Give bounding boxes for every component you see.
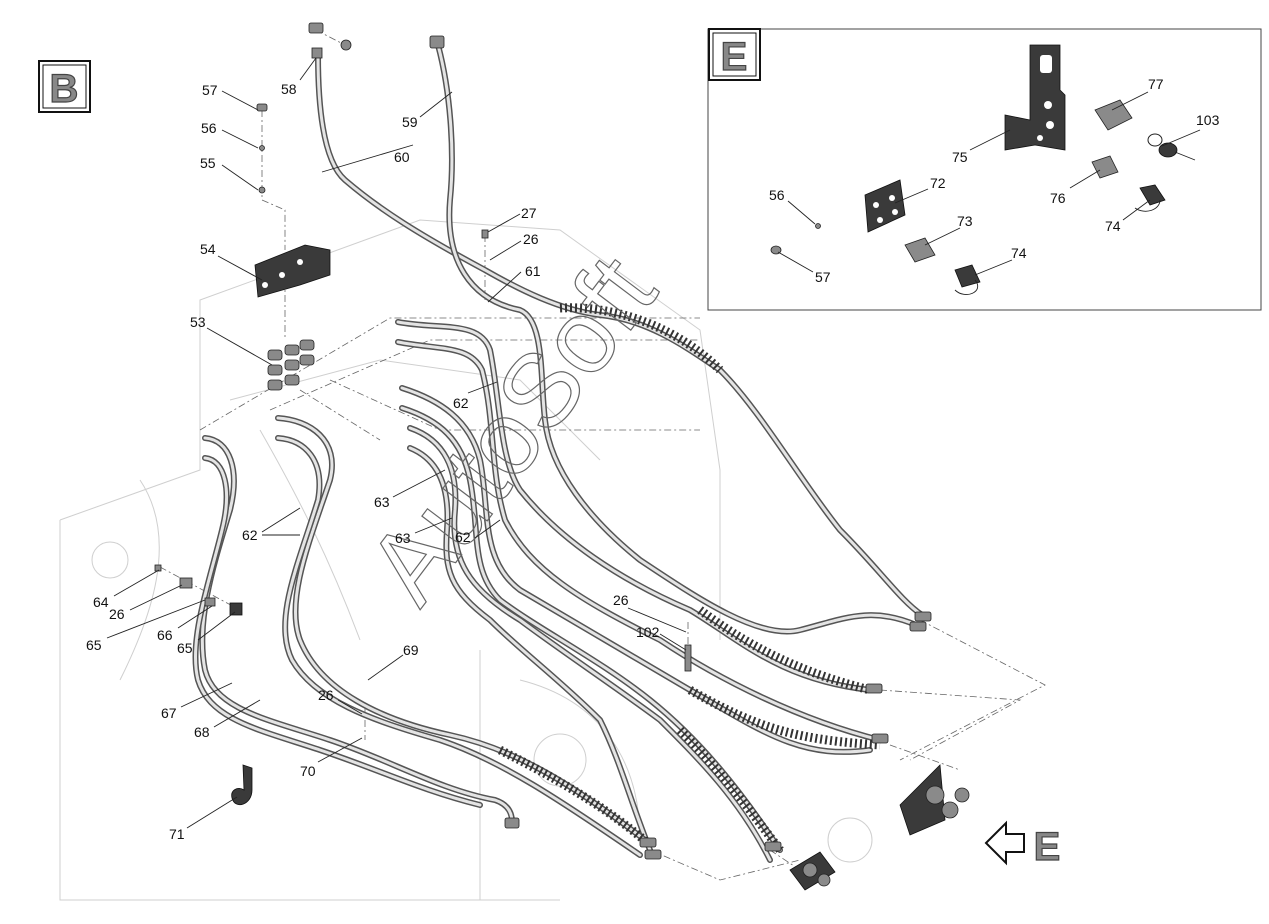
callout-71: 71: [169, 826, 185, 842]
callout-58: 58: [281, 81, 297, 97]
callout-labels: 57 56 55 58 60 59 27 26 61 54 53 62 63 6…: [86, 76, 1220, 842]
callout-55: 55: [200, 155, 216, 171]
callout-69: 69: [403, 642, 419, 658]
callout-68: 68: [194, 724, 210, 740]
callout-66: 66: [157, 627, 173, 643]
inset-callout-103: 103: [1196, 112, 1220, 128]
inset-callout-74: 74: [1105, 218, 1121, 234]
callout-26: 26: [613, 592, 629, 608]
callout-65: 65: [177, 640, 193, 656]
callout-67: 67: [161, 705, 177, 721]
inset-callout-76: 76: [1050, 190, 1066, 206]
callout-63: 63: [374, 494, 390, 510]
callout-64: 64: [93, 594, 109, 610]
section-e-letter: E: [721, 35, 748, 79]
inset-callout-57: 57: [815, 269, 831, 285]
detail-e-inset: E: [707, 28, 1262, 311]
inset-callout-72: 72: [930, 175, 946, 191]
callout-62: 62: [453, 395, 469, 411]
inset-callout-56: 56: [769, 187, 785, 203]
callout-65: 65: [86, 637, 102, 653]
inset-callout-75: 75: [952, 149, 968, 165]
callout-62: 62: [242, 527, 258, 543]
inset-callout-74: 74: [1011, 245, 1027, 261]
inset-callout-73: 73: [957, 213, 973, 229]
callout-70: 70: [300, 763, 316, 779]
section-b-letter: B: [50, 67, 79, 111]
callout-56: 56: [201, 120, 217, 136]
callout-26: 26: [523, 231, 539, 247]
callout-27: 27: [521, 205, 537, 221]
callout-60: 60: [394, 149, 410, 165]
callout-26: 26: [109, 606, 125, 622]
callout-62: 62: [455, 529, 471, 545]
callout-57: 57: [202, 82, 218, 98]
callout-59: 59: [402, 114, 418, 130]
callout-102: 102: [636, 624, 660, 640]
inset-callout-77: 77: [1148, 76, 1164, 92]
callout-26: 26: [318, 687, 334, 703]
leader-lines: [106, 57, 1201, 829]
callout-63: 63: [395, 530, 411, 546]
hose-group: [192, 42, 925, 863]
callout-61: 61: [525, 263, 541, 279]
reference-marker-e: E: [1034, 825, 1061, 869]
watermark-text: AutoSoft: [346, 235, 679, 624]
callout-53: 53: [190, 314, 206, 330]
hardware-parts: [154, 22, 970, 891]
callout-54: 54: [200, 241, 216, 257]
section-b-label: B: [38, 60, 91, 113]
arrow-left-icon: [984, 820, 1025, 866]
spiral-wrap-segments: [497, 303, 881, 853]
